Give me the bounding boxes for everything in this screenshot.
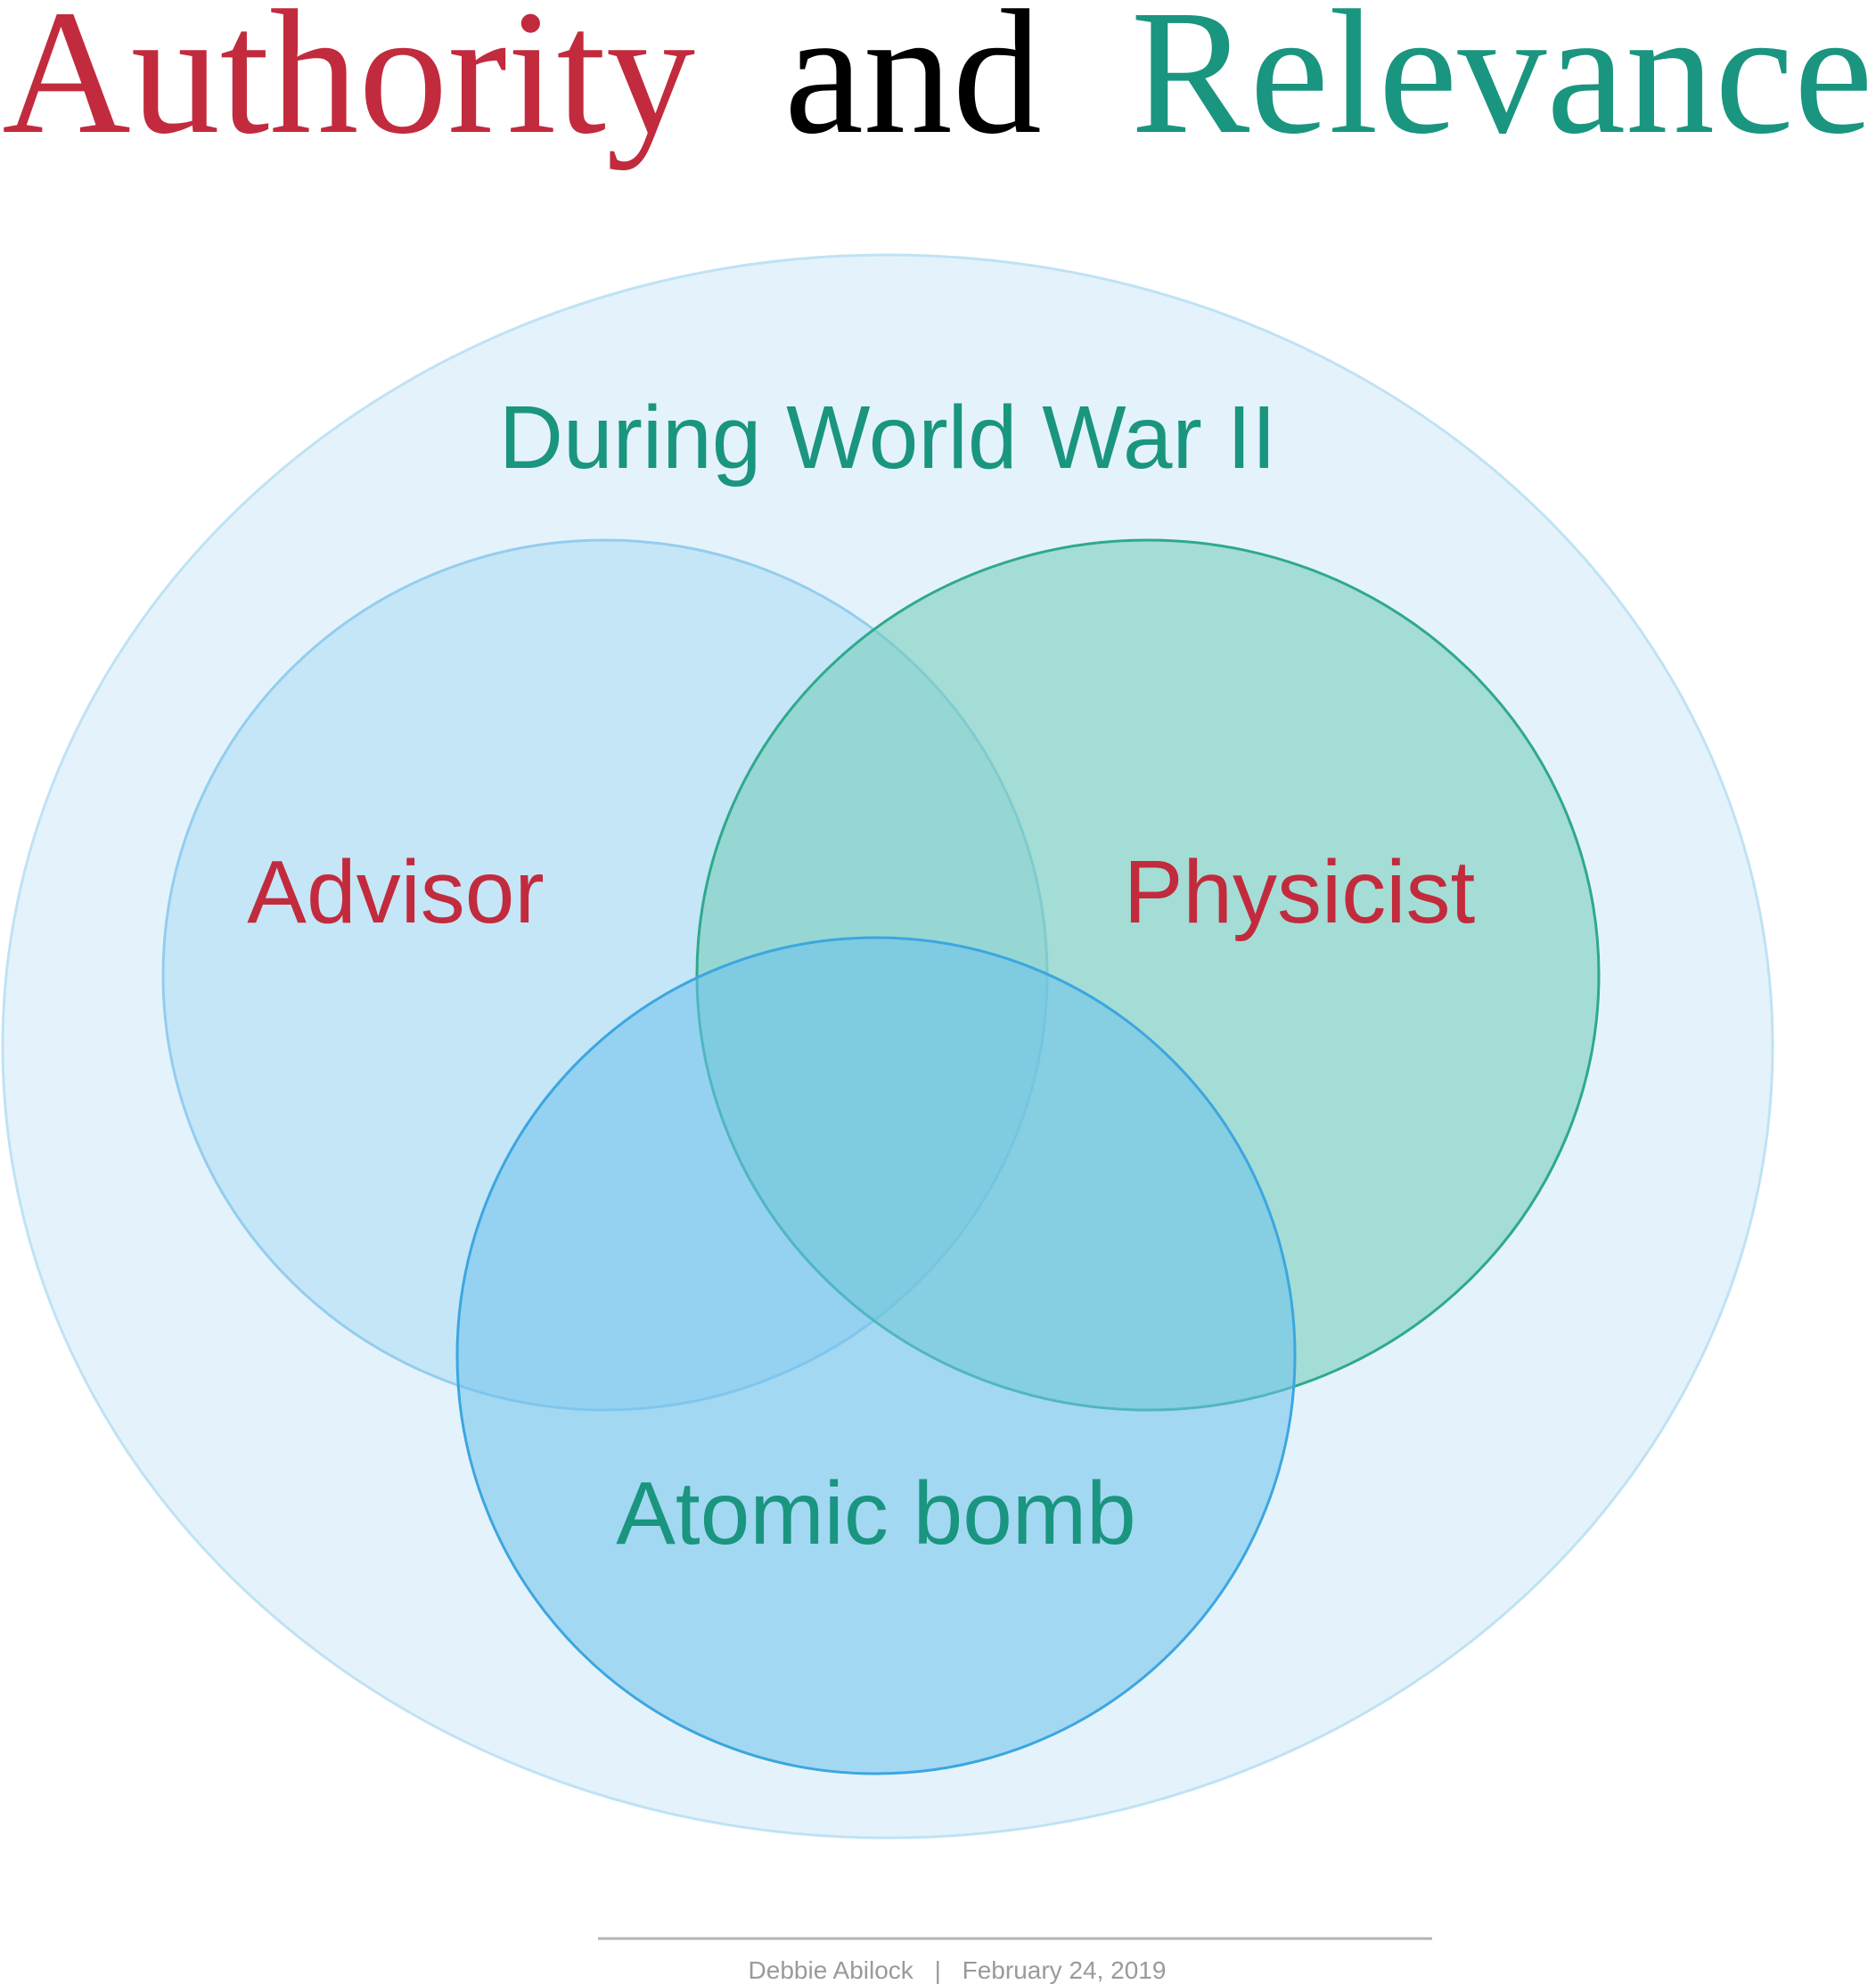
physicist-label: Physicist: [1124, 842, 1476, 942]
atomic-bomb-circle: [455, 936, 1297, 1775]
title-relevance: Relevance: [1131, 0, 1873, 171]
footer-author: Debbie Abilock: [749, 1956, 914, 1984]
advisor-label: Advisor: [247, 842, 544, 942]
context-label: During World War II: [499, 388, 1276, 488]
page-title: Authority and Relevance: [2, 0, 1872, 171]
footer-date: February 24, 2019: [963, 1956, 1167, 1984]
title-authority: Authority: [2, 0, 695, 171]
footer-separator: |: [935, 1956, 941, 1984]
footer-credit: Debbie Abilock | February 24, 2019: [749, 1956, 1167, 1984]
atomic-bomb-label: Atomic bomb: [616, 1463, 1136, 1563]
title-and: and: [784, 0, 1042, 171]
